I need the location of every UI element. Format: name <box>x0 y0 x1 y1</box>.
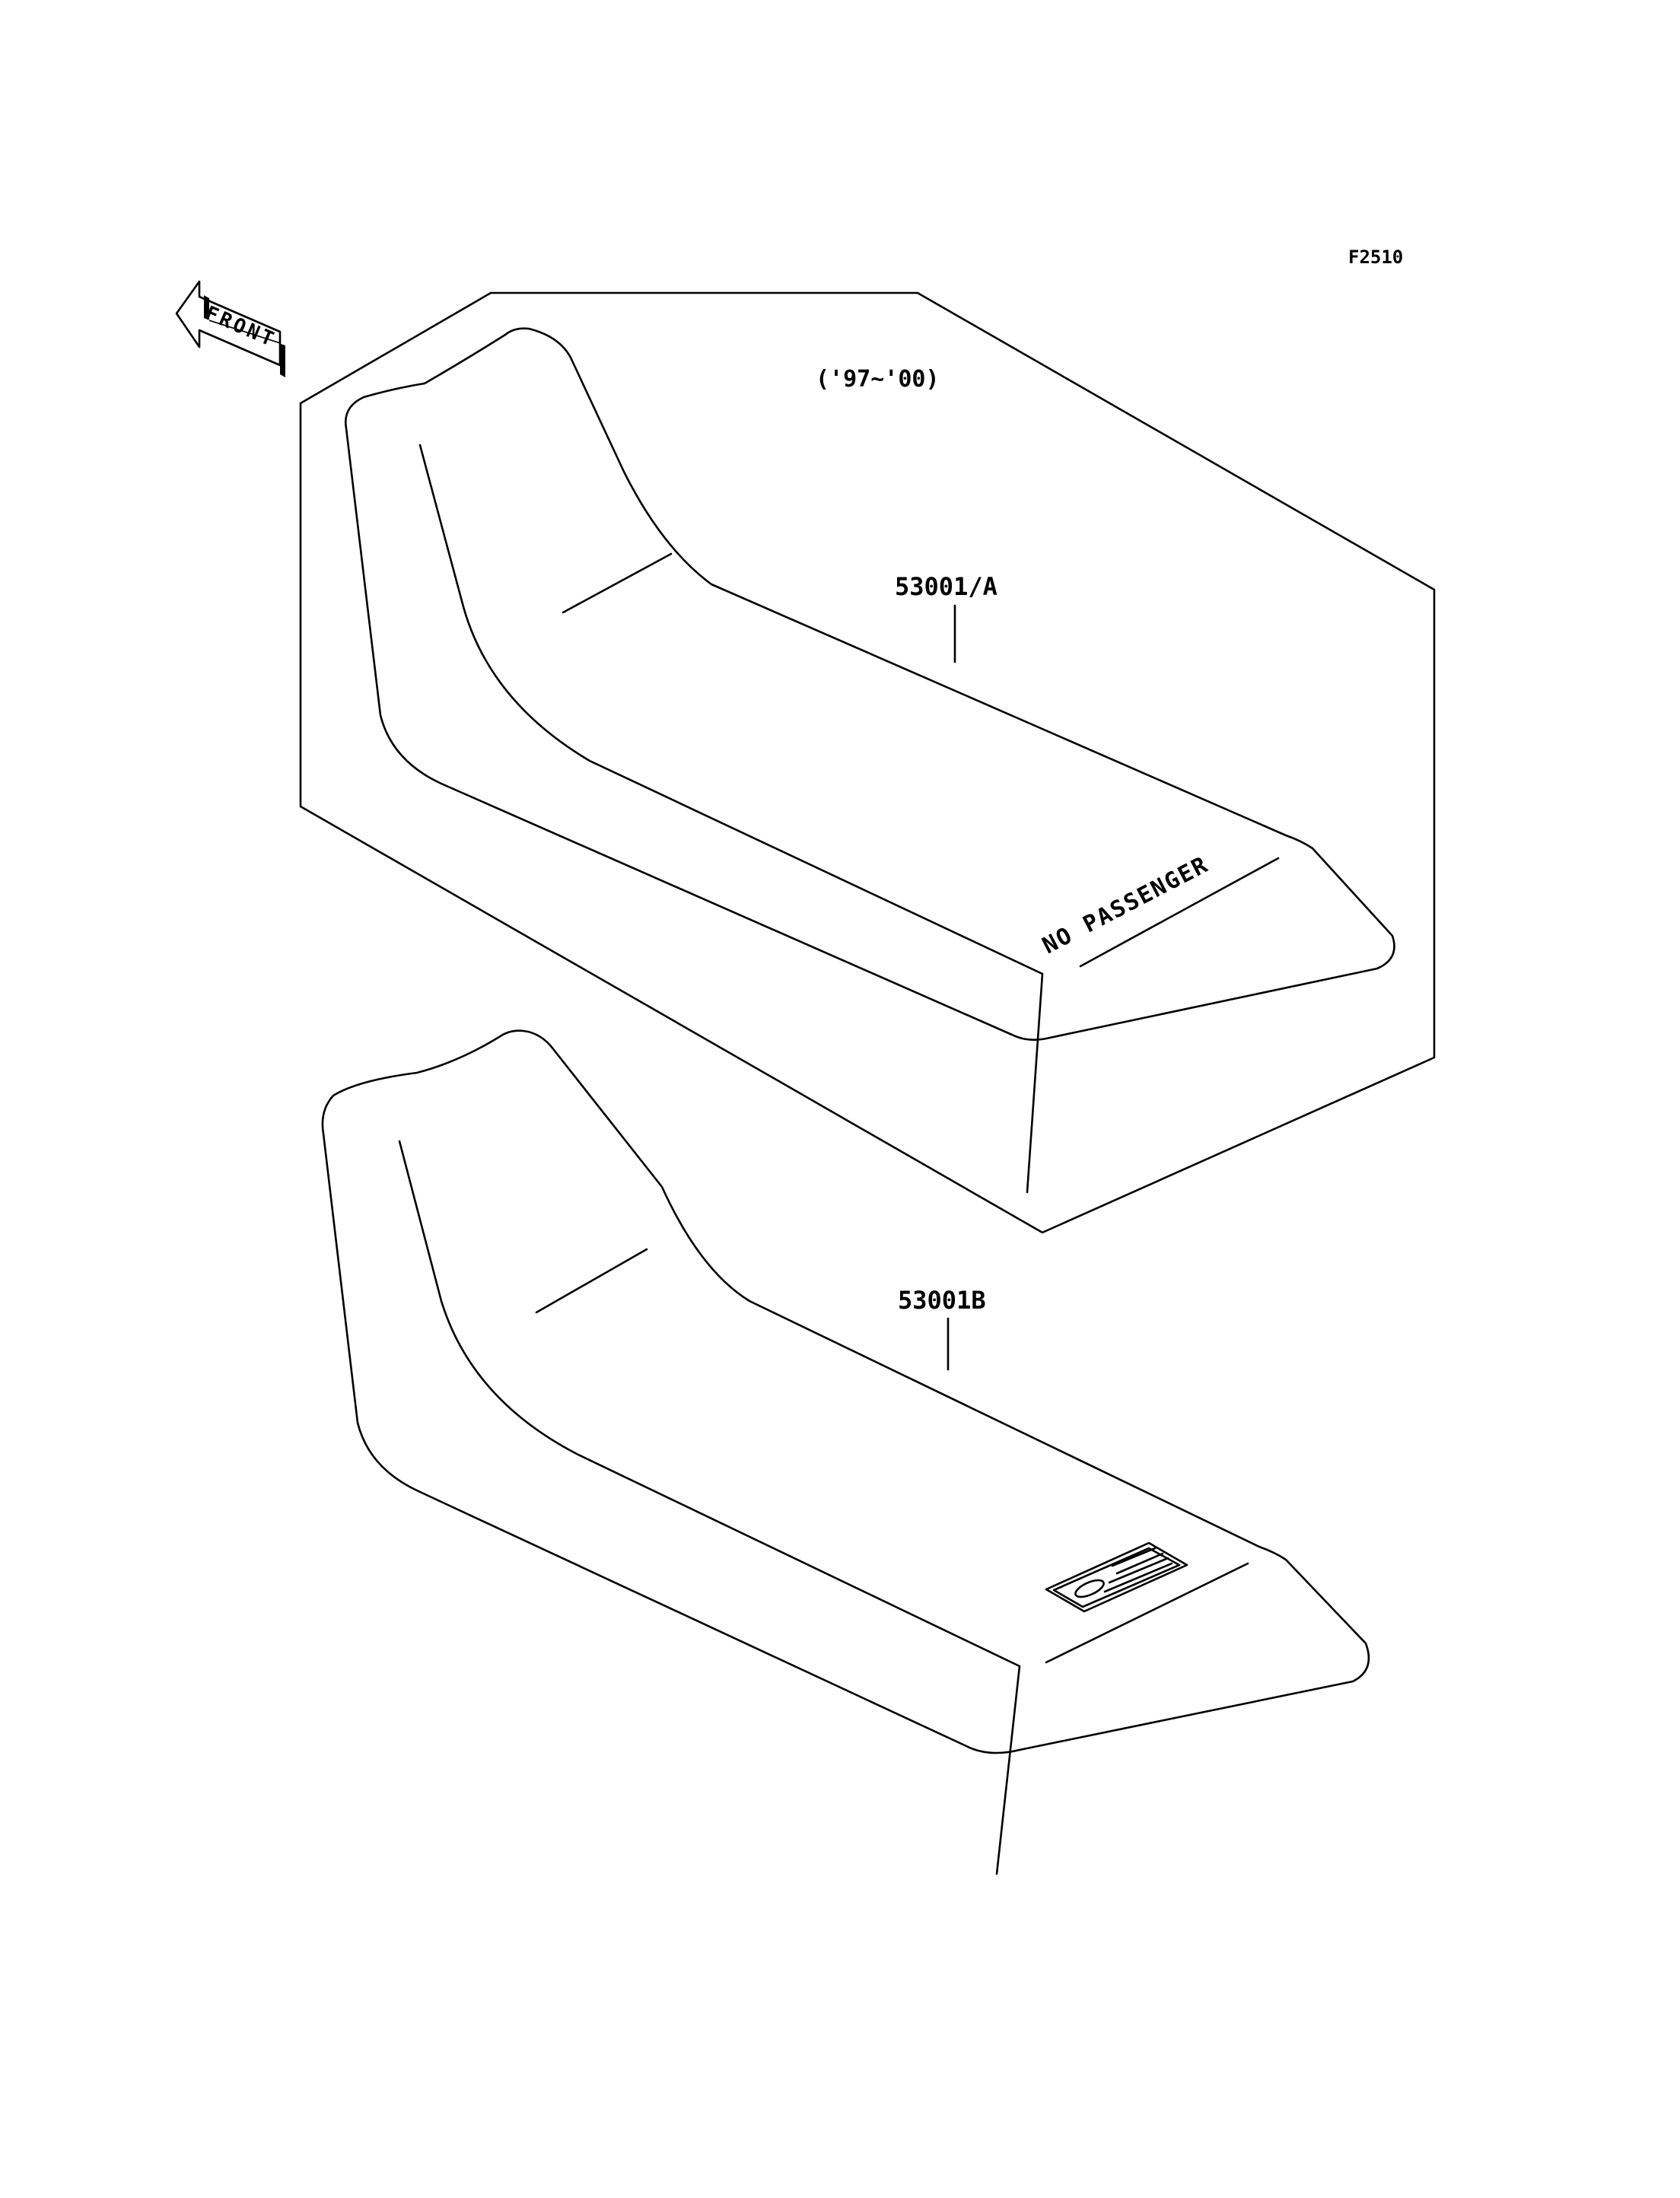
part-number-b: 53001B <box>898 1286 986 1315</box>
year-range-label: ('97~'00) <box>816 366 940 393</box>
diagram-code: F2510 <box>1348 247 1403 268</box>
part-number-a: 53001/A <box>895 572 998 601</box>
group-frame <box>299 291 1436 1234</box>
front-arrow-icon: FRONT <box>175 280 285 377</box>
front-label: FRONT <box>202 302 279 352</box>
seat-b: 53001B <box>321 1029 1370 1875</box>
warning-label-icon <box>1045 1541 1188 1613</box>
seat-a: NO PASSENGER 53001/A <box>344 327 1395 1194</box>
no-passenger-text: NO PASSENGER <box>1039 851 1214 959</box>
